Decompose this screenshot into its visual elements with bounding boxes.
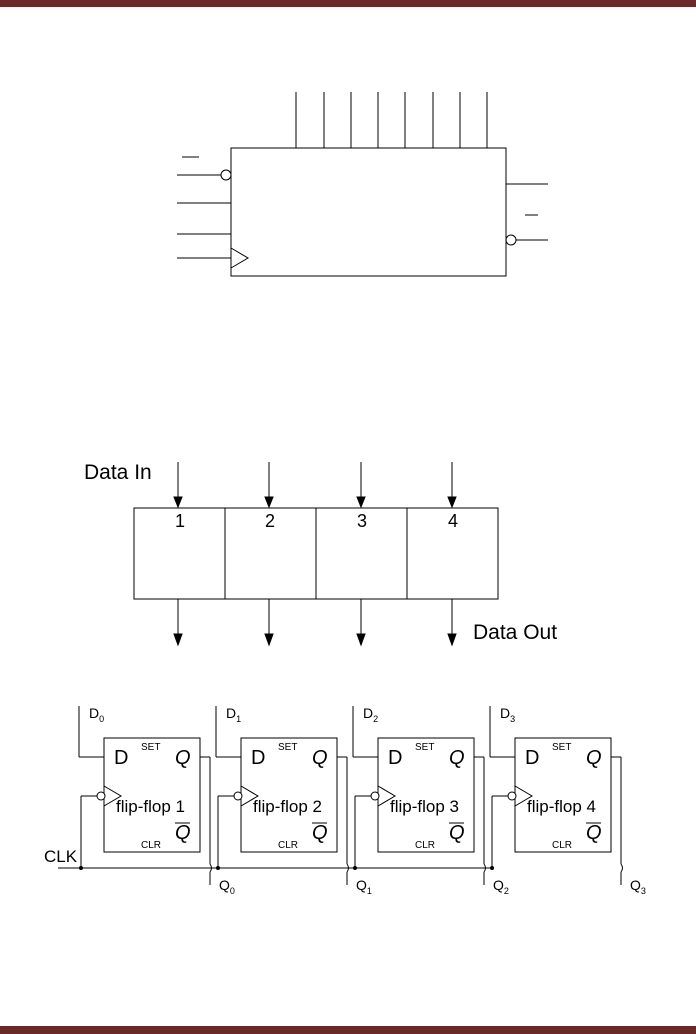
clr-label: CLR [415,840,435,851]
pin-d-label: D [251,747,265,769]
flip-flop-name: flip-flop 3 [390,797,459,816]
set-label: SET [552,742,571,753]
register-cell-number: 2 [265,511,275,531]
arrow-down-icon [447,633,457,647]
data-out-arrows [173,599,457,647]
arrow-down-icon [356,633,366,647]
arrow-down-icon [356,496,366,509]
pin-qbar-label: Q [586,822,602,844]
clr-label: CLR [141,840,161,851]
q-output-label: Q0 [219,877,235,896]
pin-qbar-label: Q [449,822,465,844]
set-label: SET [278,742,297,753]
pin-d-label: D [525,747,539,769]
data-out-label: Data Out [473,621,557,644]
ic-clock-triangle [230,247,249,269]
q-output-label: Q3 [630,877,646,896]
top-border-bar [0,0,696,7]
clr-label: CLR [278,840,298,851]
clock-triangle-icon [103,785,122,807]
pin-d-label: D [388,747,402,769]
pin-d-label: D [114,747,128,769]
wire-crossover [620,863,623,873]
pin-qbar-label: Q [175,822,191,844]
register-cell-number: 1 [175,511,185,531]
wire-crossover [346,863,349,873]
arrow-down-icon [173,496,183,509]
inversion-bubble-icon [96,791,106,801]
pin-q-label: Q [586,747,602,769]
inversion-bubble-icon [233,791,243,801]
set-label: SET [141,742,160,753]
flip-flop-name: flip-flop 1 [116,797,185,816]
arrow-down-icon [264,633,274,647]
arrow-down-icon [264,496,274,509]
data-in-label: Data In [84,461,152,484]
junction-dot [79,866,83,870]
arrow-down-icon [173,633,183,647]
clr-label: CLR [552,840,572,851]
d-input-label: D2 [363,705,378,724]
pin-q-label: Q [175,747,191,769]
d-input-label: D0 [89,705,104,724]
junction-dot [216,866,220,870]
pin-q-label: Q [312,747,328,769]
set-label: SET [415,742,434,753]
register-cell-number: 3 [357,511,367,531]
wire-crossover [209,863,212,873]
ic-inversion-bubble [220,169,232,181]
arrow-down-icon [447,496,457,509]
register-cell-number: 4 [448,511,458,531]
wire-crossover [483,863,486,873]
bottom-border-bar [0,1026,696,1034]
inversion-bubble-icon [507,791,517,801]
junction-dot [353,866,357,870]
clock-triangle-icon [514,785,533,807]
q-output-label: Q1 [356,877,372,896]
data-in-arrows [173,462,457,509]
ic-inversion-bubble [505,234,517,246]
clock-label: CLK [44,847,78,866]
ic-block-symbol [177,92,548,277]
clock-triangle-icon [377,785,396,807]
d-input-label: D1 [226,705,241,724]
ic-body [230,147,507,277]
pin-q-label: Q [449,747,465,769]
d-input-label: D3 [500,705,515,724]
parallel-register-block [133,507,499,600]
flip-flop-name: flip-flop 4 [527,797,596,816]
flip-flop-name: flip-flop 2 [253,797,322,816]
inversion-bubble-icon [370,791,380,801]
q-output-label: Q2 [493,877,509,896]
clock-triangle-icon [240,785,259,807]
pin-qbar-label: Q [312,822,328,844]
junction-dot [490,866,494,870]
